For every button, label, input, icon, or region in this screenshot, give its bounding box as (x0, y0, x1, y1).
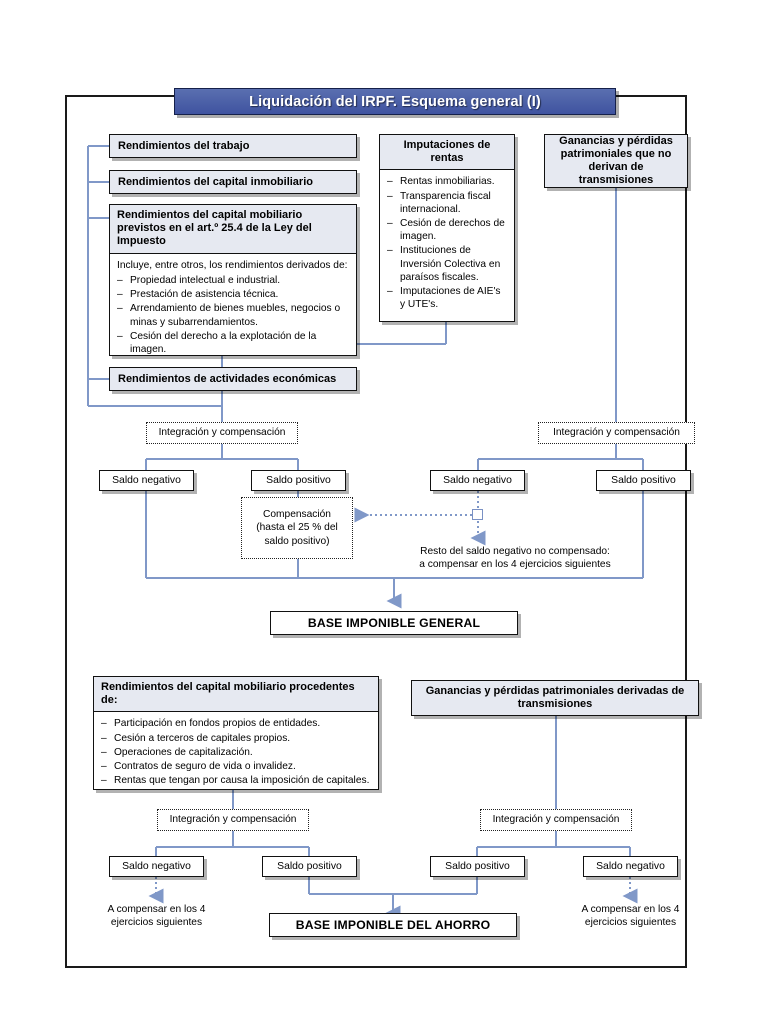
box-rendimientos-capital-inmobiliario[interactable]: Rendimientos del capital inmobiliario (109, 170, 357, 194)
caption-line-2: ejercicios siguientes (110, 917, 203, 928)
box-label: Rendimientos del trabajo (118, 140, 250, 152)
caption-line-1: A compensar en los 4 (107, 904, 206, 915)
caption-resto-saldo-negativo: Resto del saldo negativo no compensado: … (390, 545, 640, 571)
box-saldo-negativo-general-left[interactable]: Saldo negativo (99, 470, 194, 491)
caption-line-1: Resto del saldo negativo no compensado: (420, 546, 610, 557)
panel-capital-mobiliario-25-4[interactable]: Rendimientos del capital mobiliario prev… (109, 204, 357, 356)
box-compensacion: Compensación (hasta el 25 % del saldo po… (241, 497, 353, 559)
box-label: Saldo positivo (611, 475, 676, 486)
caption-line-1: A compensar en los 4 (581, 904, 680, 915)
list-item: Imputaciones de AIE's y UTE's. (387, 285, 507, 311)
box-label: Ganancias y pérdidas patrimoniales deriv… (425, 685, 685, 710)
compensation-junction-node (472, 509, 483, 520)
box-label: Saldo negativo (443, 475, 512, 486)
panel-item-list: Rentas inmobiliarias. Transparencia fisc… (387, 175, 507, 311)
box-label: Rendimientos del capital inmobiliario (118, 176, 313, 188)
panel-intro: Incluye, entre otros, los rendimientos d… (117, 259, 348, 271)
box-label: Integración y compensación (492, 814, 620, 826)
box-label: Saldo positivo (445, 861, 510, 872)
box-base-imponible-general[interactable]: BASE IMPONIBLE GENERAL (270, 611, 518, 635)
list-item: Cesión del derecho a la explotación de l… (117, 330, 349, 356)
box-integracion-compensacion-general-left: Integración y compensación (146, 422, 298, 444)
box-label: Integración y compensación (169, 814, 297, 826)
list-item: Rentas que tengan por causa la imposició… (101, 774, 371, 787)
panel-imputaciones-rentas[interactable]: Imputaciones de rentas Rentas inmobiliar… (379, 134, 515, 322)
box-ganancias-transmisiones[interactable]: Ganancias y pérdidas patrimoniales deriv… (411, 680, 699, 716)
box-label: Saldo positivo (277, 861, 342, 872)
box-label: Integración y compensación (553, 427, 680, 439)
box-integracion-compensacion-ahorro-left: Integración y compensación (157, 809, 309, 831)
box-base-imponible-ahorro[interactable]: BASE IMPONIBLE DEL AHORRO (269, 913, 517, 937)
box-label: Integración y compensación (158, 427, 286, 439)
box-integracion-compensacion-ahorro-right: Integración y compensación (480, 809, 632, 831)
list-item: Transparencia fiscal internacional. (387, 190, 507, 216)
box-rendimientos-trabajo[interactable]: Rendimientos del trabajo (109, 134, 357, 158)
caption-line-2: ejercicios siguientes (584, 917, 677, 928)
caption-line-2: a compensar en los 4 ejercicios siguient… (419, 559, 611, 570)
panel-header: Rendimientos del capital mobiliario prev… (110, 205, 356, 254)
page-title: Liquidación del IRPF. Esquema general (I… (249, 93, 541, 110)
caption-compensar-ahorro-right: A compensar en los 4 ejercicios siguient… (564, 903, 697, 929)
compensacion-line-3: saldo positivo) (264, 535, 330, 547)
list-item: Participación en fondos propios de entid… (101, 717, 371, 730)
box-integracion-compensacion-general-right: Integración y compensación (538, 422, 695, 444)
box-label: BASE IMPONIBLE DEL AHORRO (295, 918, 491, 932)
box-saldo-positivo-ahorro-left[interactable]: Saldo positivo (262, 856, 357, 877)
list-item: Prestación de asistencia técnica. (117, 288, 349, 301)
list-item: Propiedad intelectual e industrial. (117, 274, 349, 287)
list-item: Cesión de derechos de imagen. (387, 217, 507, 243)
box-label: Ganancias y pérdidas patrimoniales que n… (559, 135, 673, 186)
box-ganancias-no-transmisiones[interactable]: Ganancias y pérdidas patrimoniales que n… (544, 134, 688, 188)
panel-item-list: Propiedad intelectual e industrial. Pres… (117, 274, 349, 356)
box-label: Saldo negativo (596, 861, 665, 872)
box-saldo-positivo-general-left[interactable]: Saldo positivo (251, 470, 346, 491)
box-saldo-negativo-ahorro-right[interactable]: Saldo negativo (583, 856, 678, 877)
box-saldo-positivo-general-right[interactable]: Saldo positivo (596, 470, 691, 491)
box-label: Saldo negativo (112, 475, 181, 486)
list-item: Instituciones de Inversión Colectiva en … (387, 244, 507, 284)
box-saldo-negativo-general-right[interactable]: Saldo negativo (430, 470, 525, 491)
compensacion-line-1: Compensación (263, 508, 331, 520)
box-saldo-negativo-ahorro-left[interactable]: Saldo negativo (109, 856, 204, 877)
diagram-title-bar: Liquidación del IRPF. Esquema general (I… (174, 88, 616, 115)
list-item: Rentas inmobiliarias. (387, 175, 507, 188)
box-saldo-positivo-ahorro-right[interactable]: Saldo positivo (430, 856, 525, 877)
box-label: Saldo negativo (122, 861, 191, 872)
panel-capital-mobiliario-ahorro[interactable]: Rendimientos del capital mobiliario proc… (93, 676, 379, 790)
panel-header: Rendimientos del capital mobiliario proc… (94, 677, 378, 713)
box-label: Saldo positivo (266, 475, 331, 486)
list-item: Arrendamiento de bienes muebles, negocio… (117, 302, 349, 328)
list-item: Contratos de seguro de vida o invalidez. (101, 760, 371, 773)
list-item: Cesión a terceros de capitales propios. (101, 732, 371, 745)
panel-header: Imputaciones de rentas (380, 135, 514, 171)
panel-item-list: Participación en fondos propios de entid… (101, 717, 371, 787)
compensacion-line-2: (hasta el 25 % del (256, 522, 338, 534)
box-rendimientos-actividades-economicas[interactable]: Rendimientos de actividades económicas (109, 367, 357, 391)
caption-compensar-ahorro-left: A compensar en los 4 ejercicios siguient… (90, 903, 223, 929)
box-label: BASE IMPONIBLE GENERAL (307, 616, 481, 630)
list-item: Operaciones de capitalización. (101, 746, 371, 759)
box-label: Rendimientos de actividades económicas (118, 373, 337, 385)
